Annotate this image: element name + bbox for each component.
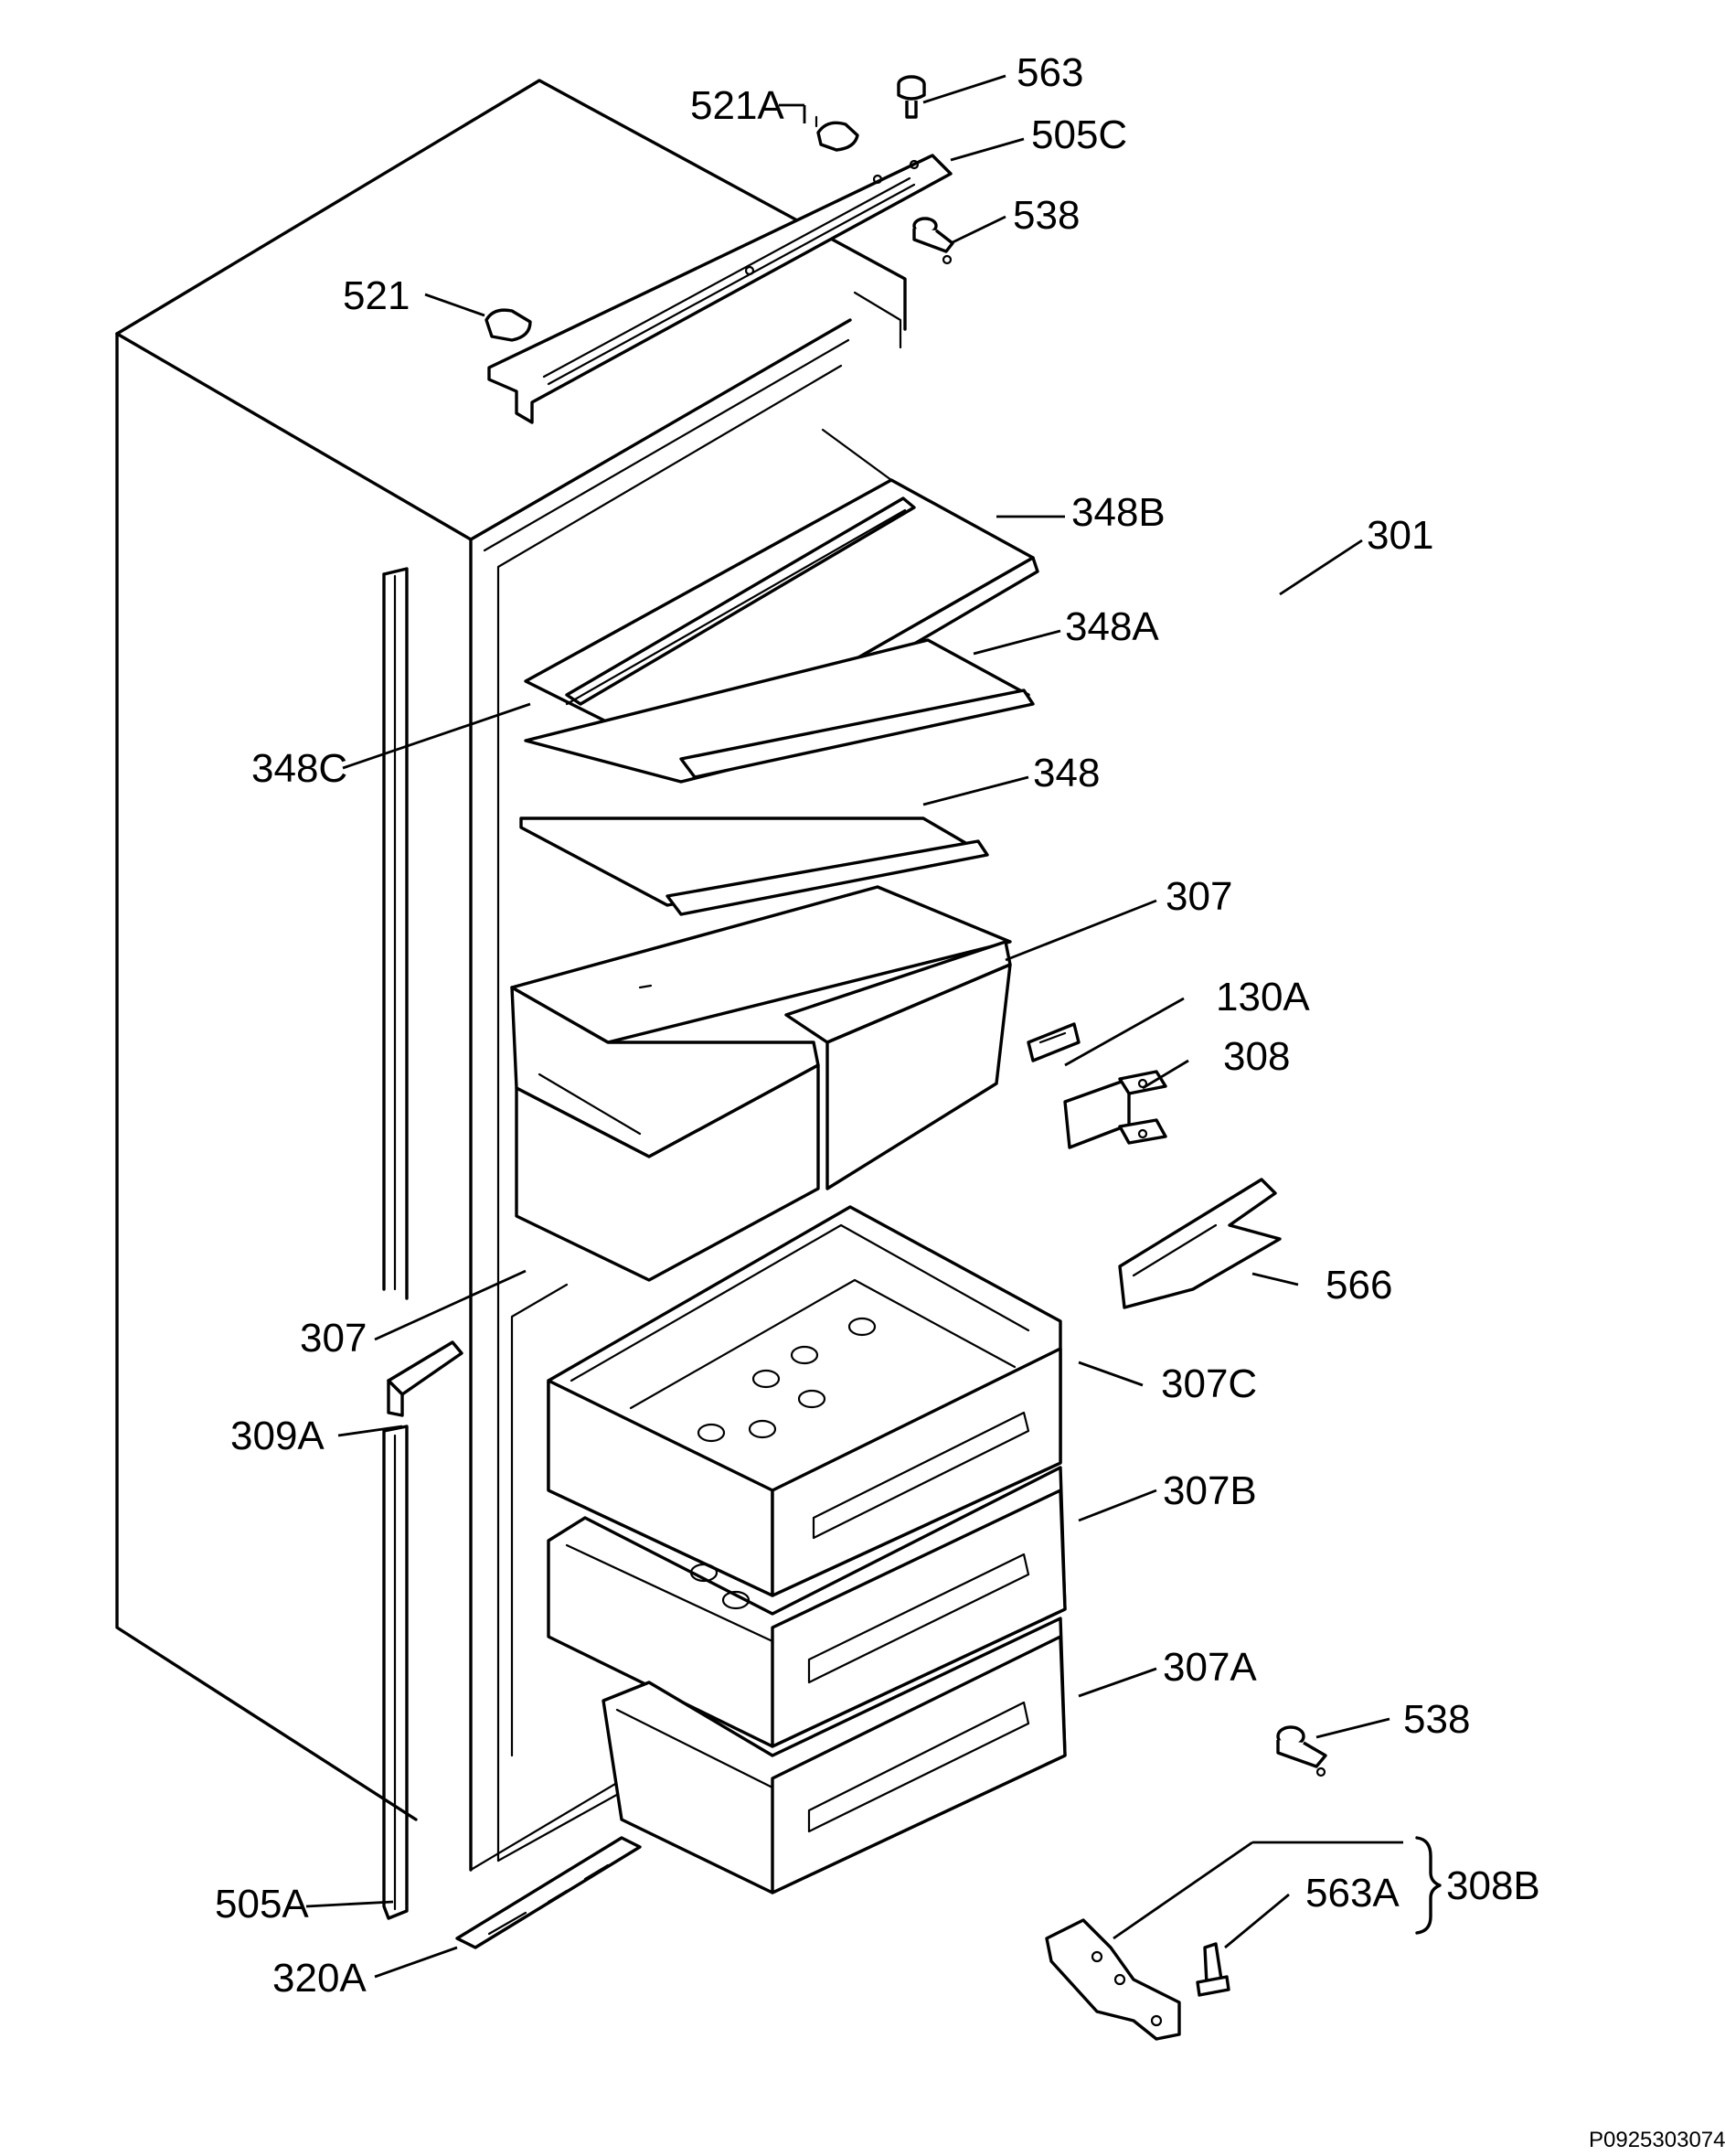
clip-part [1027, 1022, 1081, 1062]
glass-shelf-348 [519, 817, 989, 916]
label-307-left: 307 [300, 1316, 367, 1361]
rail-part [455, 1836, 642, 1949]
label-563A: 563A [1305, 1871, 1400, 1916]
bottom-hinge-part [1045, 1918, 1181, 2041]
brace [1415, 1836, 1442, 1935]
hinge-cap-part [815, 115, 859, 152]
hinge-cap-part [484, 308, 532, 342]
label-309A: 309A [230, 1414, 325, 1458]
label-307C: 307C [1161, 1361, 1257, 1406]
label-308B: 308B [1446, 1863, 1540, 1908]
label-348C: 348C [251, 746, 347, 791]
cabinet [115, 79, 907, 1872]
label-521: 521 [343, 273, 410, 318]
label-538-top: 538 [1013, 193, 1080, 238]
freezer-drawer-307C [547, 1205, 1062, 1597]
document-id: P09253030746 [1589, 2128, 1725, 2152]
door-seal-strip [382, 567, 409, 1920]
part-labels: 563 521A 505C 538 521 348B 301 348A 348C… [215, 50, 1540, 2001]
freezer-drawer-307A [602, 1617, 1067, 1895]
door-clip-part [387, 1340, 463, 1417]
hinge-pin-part [912, 217, 954, 265]
label-538-bottom: 538 [1403, 1697, 1470, 1742]
label-308: 308 [1223, 1034, 1290, 1079]
label-130A: 130A [1216, 975, 1310, 1019]
bracket-part [1118, 1178, 1282, 1309]
label-348A: 348A [1065, 604, 1159, 649]
label-348: 348 [1033, 751, 1100, 795]
hinge-pin-part [1276, 1725, 1327, 1777]
label-307B: 307B [1163, 1468, 1257, 1513]
label-563: 563 [1017, 50, 1083, 95]
label-320A: 320A [272, 1956, 367, 2001]
label-505A: 505A [215, 1882, 309, 1927]
upper-bin-left [510, 986, 820, 1282]
freezer-drawer-307B [547, 1466, 1067, 1748]
top-hinge-bracket [487, 154, 953, 424]
upper-bin-right [784, 940, 1012, 1190]
label-566: 566 [1326, 1263, 1392, 1307]
label-521A: 521A [690, 83, 784, 128]
label-307A: 307A [1163, 1645, 1257, 1690]
label-301: 301 [1367, 513, 1433, 558]
label-307-top: 307 [1166, 874, 1232, 919]
label-348B: 348B [1071, 490, 1166, 535]
leader-lines [305, 74, 1403, 1979]
screw-part [1196, 1942, 1230, 1997]
screw-part [897, 75, 926, 119]
hinge-part [1063, 1070, 1167, 1149]
label-505C: 505C [1031, 112, 1127, 157]
glass-shelf-348A [524, 638, 1035, 784]
